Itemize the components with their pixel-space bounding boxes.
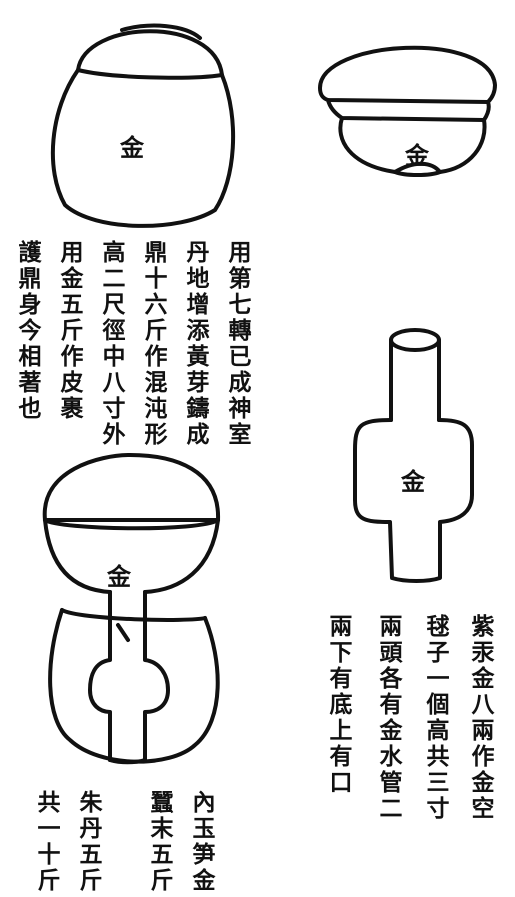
- hollow-sphere-tube-drawing: [353, 328, 474, 583]
- cauldron-vessel-drawing: [50, 23, 236, 228]
- vessel-label-tube: 金: [401, 467, 425, 496]
- vessel-label-cauldron: 金: [120, 133, 144, 162]
- covered-bowl-drawing: [318, 45, 497, 177]
- text-block-2-col-3: 兩頭各有金水管二: [375, 614, 402, 822]
- vessel-label-bowl: 金: [405, 141, 429, 170]
- text-block-1-col-5: 用金五斤作皮裹: [56, 240, 83, 422]
- text-block-1-col-2: 丹地增添黃芽鑄成: [182, 240, 209, 448]
- lidded-pot-drawing: [42, 453, 221, 765]
- vessel-label-pot: 金: [107, 562, 131, 591]
- text-block-2-col-2: 毬子一個高共三寸: [422, 614, 449, 822]
- text-block-1-col-1: 用第七轉已成神室: [224, 240, 251, 448]
- text-block-1-col-4: 高二尺徑中八寸外: [98, 240, 125, 448]
- text-block-1-col-6: 護鼎身今相著也: [14, 240, 41, 422]
- text-block-3-col-3: 朱丹五斤: [75, 790, 102, 894]
- text-block-1-col-3: 鼎十六斤作混沌形: [140, 240, 167, 448]
- text-block-3-col-1: 內玉笋金: [188, 790, 215, 894]
- text-block-3-col-4: 共一十斤: [33, 790, 60, 894]
- text-block-2-col-4: 兩下有底上有口: [325, 614, 352, 796]
- text-block-2-col-1: 紫汞金八兩作金空: [467, 614, 494, 822]
- text-block-3-col-2: 蠶末五斤: [146, 790, 173, 894]
